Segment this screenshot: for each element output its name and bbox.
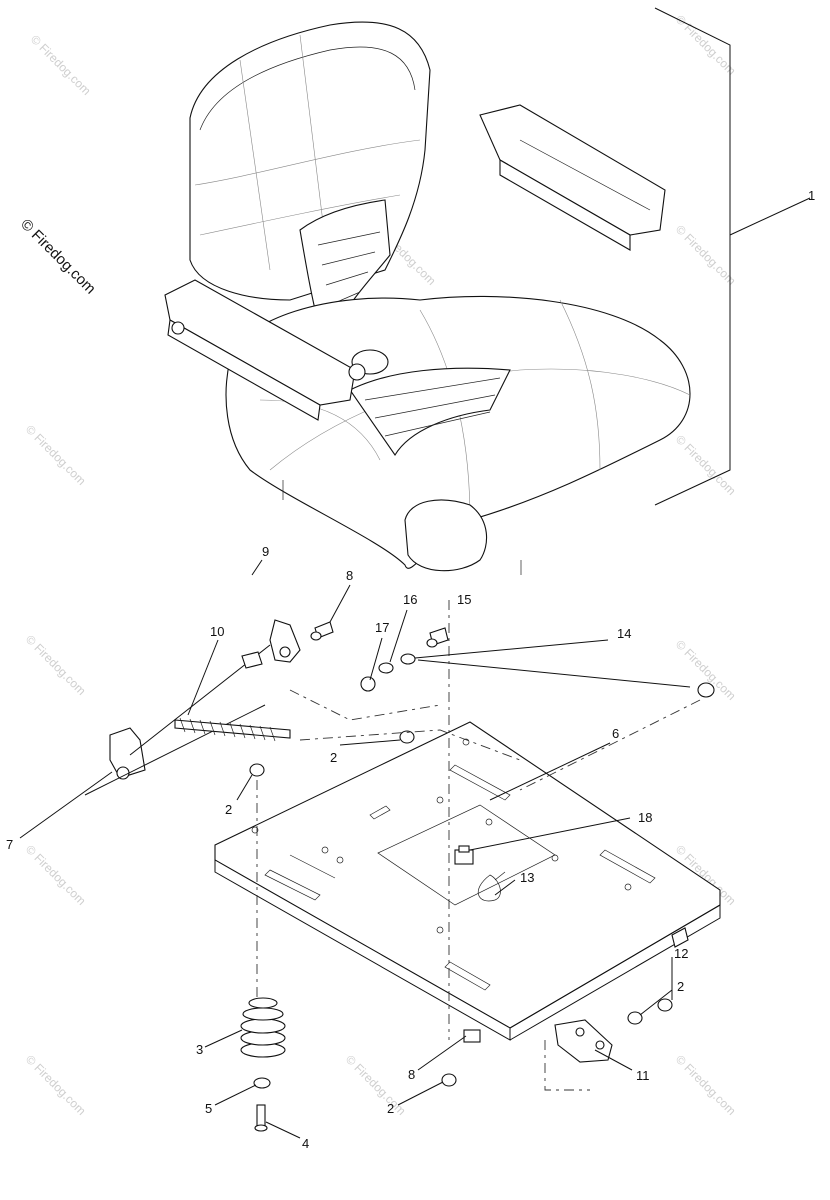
link-hardware (249, 627, 715, 777)
watermark-main: © Firedog.com (17, 216, 99, 298)
watermark-text: © Firedog.com (673, 432, 739, 498)
watermark-text: © Firedog.com (673, 1052, 739, 1118)
callout-18: 18 (638, 810, 652, 825)
callout-2: 2 (330, 750, 337, 765)
callout-9: 9 (262, 544, 269, 559)
callout-3: 3 (196, 1042, 203, 1057)
watermark-text: © Firedog.com (673, 222, 739, 288)
lower-hardware (240, 997, 673, 1132)
base-plate (214, 721, 721, 1041)
callout-2: 2 (387, 1101, 394, 1116)
callout-4: 4 (302, 1136, 309, 1151)
callout-16: 16 (403, 592, 417, 607)
watermark-text: © Firedog.com (23, 632, 89, 698)
callout-5: 5 (205, 1101, 212, 1116)
callout-12: 12 (674, 946, 688, 961)
callout-14: 14 (617, 626, 631, 641)
seat-switch (454, 845, 506, 902)
callout-8: 8 (346, 568, 353, 583)
watermark-text: © Firedog.com (23, 422, 89, 488)
callout-8: 8 (408, 1067, 415, 1082)
assembly-lines (256, 600, 701, 1091)
callout-6: 6 (612, 726, 619, 741)
callout-2: 2 (677, 979, 684, 994)
callout-11: 11 (636, 1068, 650, 1083)
callout-13: 13 (520, 870, 534, 885)
callout-15: 15 (457, 592, 471, 607)
callout-labels: 1 9 8 10 16 15 17 14 2 6 2 7 18 13 12 2 … (6, 188, 815, 1151)
watermark-text: © Firedog.com (28, 32, 94, 98)
watermark-text: © Firedog.com (23, 842, 89, 908)
seat-assembly (164, 7, 811, 575)
watermark-text: © Firedog.com (23, 1052, 89, 1118)
callout-17: 17 (375, 620, 389, 635)
callout-10: 10 (210, 624, 224, 639)
arm-hardware (84, 619, 334, 796)
callout-2: 2 (225, 802, 232, 817)
callout-1: 1 (808, 188, 815, 203)
watermark-text: © Firedog.com (343, 1052, 409, 1118)
callout-7: 7 (6, 837, 13, 852)
leader-lines (19, 559, 673, 1139)
